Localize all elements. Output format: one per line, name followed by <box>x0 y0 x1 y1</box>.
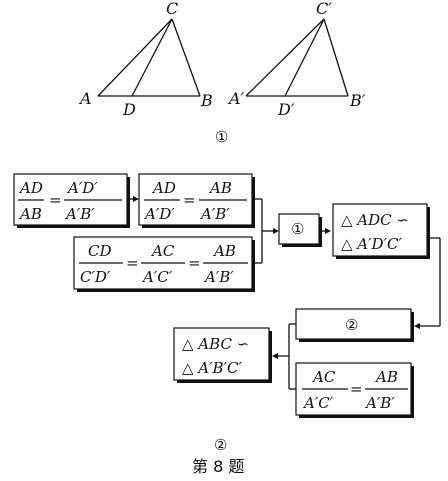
svg-text:AB: AB <box>208 179 232 197</box>
svg-text:A′C′: A′C′ <box>302 394 334 412</box>
svg-text:AB: AB <box>18 205 42 223</box>
svg-text:A′B′: A′B′ <box>64 205 95 223</box>
label-c-prime: C′ <box>316 0 332 18</box>
svg-text:②: ② <box>345 316 358 334</box>
svg-text:A′C′: A′C′ <box>141 268 173 286</box>
svg-text:①: ① <box>291 220 304 238</box>
svg-text:CD: CD <box>88 242 112 260</box>
caption-question: 第 8 题 <box>192 457 244 476</box>
svg-text:=: = <box>183 191 196 209</box>
box-ratio-cd-ac-ab: CD C′D′ = AC A′C′ = AB A′B′ <box>73 236 255 292</box>
box-ratio-ad-ab: AD AB = A′D′ A′B′ <box>13 173 130 228</box>
svg-text:=: = <box>49 191 62 209</box>
svg-text:△ A′D′C′: △ A′D′C′ <box>341 235 402 253</box>
box-step-2: ② <box>295 308 414 342</box>
label-a: A <box>78 89 92 108</box>
svg-text:AB: AB <box>374 368 398 386</box>
connector-box5-box6 <box>414 237 441 329</box>
svg-text:△ A′B′C′: △ A′B′C′ <box>182 359 242 377</box>
svg-text:=: = <box>350 380 363 398</box>
box-similar-adc: △ ADC ∽ △ A′D′C′ <box>332 203 430 259</box>
box-step-1: ① <box>278 213 322 247</box>
svg-text:A′B′: A′B′ <box>199 205 230 223</box>
box-ratio-ac-ab: AC A′C′ = AB A′B′ <box>295 362 414 418</box>
svg-text:△ ADC ∽: △ ADC ∽ <box>341 211 409 229</box>
svg-text:A′B′: A′B′ <box>364 394 395 412</box>
svg-text:=: = <box>126 254 139 272</box>
svg-text:AC: AC <box>311 368 336 386</box>
label-a-prime: A′ <box>227 89 245 108</box>
label-d: D <box>122 100 136 119</box>
svg-text:A′B′: A′B′ <box>203 268 234 286</box>
svg-text:A′D′: A′D′ <box>66 179 98 197</box>
caption-figure-1: ① <box>215 128 228 146</box>
svg-text:C′D′: C′D′ <box>80 268 111 286</box>
svg-text:AD: AD <box>151 179 176 197</box>
box-ratio-ad-a2d2: AD A′D′ = AB A′B′ <box>138 173 255 228</box>
triangle-right: A′ B′ C′ D′ <box>227 0 366 119</box>
svg-text:AD: AD <box>18 179 43 197</box>
svg-text:△ ABC ∽: △ ABC ∽ <box>182 335 249 353</box>
edge-bc <box>171 18 201 97</box>
svg-text:AB: AB <box>212 242 236 260</box>
edge-cd <box>131 18 173 97</box>
label-b-prime: B′ <box>349 91 366 110</box>
connector-bracket-1 <box>255 198 279 264</box>
svg-text:=: = <box>188 254 201 272</box>
label-c: C <box>166 0 178 18</box>
edge-c2d2 <box>284 18 325 97</box>
triangle-left: A B C D <box>78 0 213 119</box>
edge-ac <box>97 18 173 97</box>
edge-b2c2 <box>323 18 349 97</box>
connector-bracket-2 <box>272 323 296 390</box>
label-b: B <box>200 91 213 110</box>
caption-figure-2: ② <box>214 436 227 454</box>
edge-a2c2 <box>245 18 325 97</box>
label-d-prime: D′ <box>277 100 295 119</box>
svg-text:AC: AC <box>150 242 175 260</box>
svg-text:A′D′: A′D′ <box>143 205 175 223</box>
box-similar-abc: △ ABC ∽ △ A′B′C′ <box>173 327 272 383</box>
